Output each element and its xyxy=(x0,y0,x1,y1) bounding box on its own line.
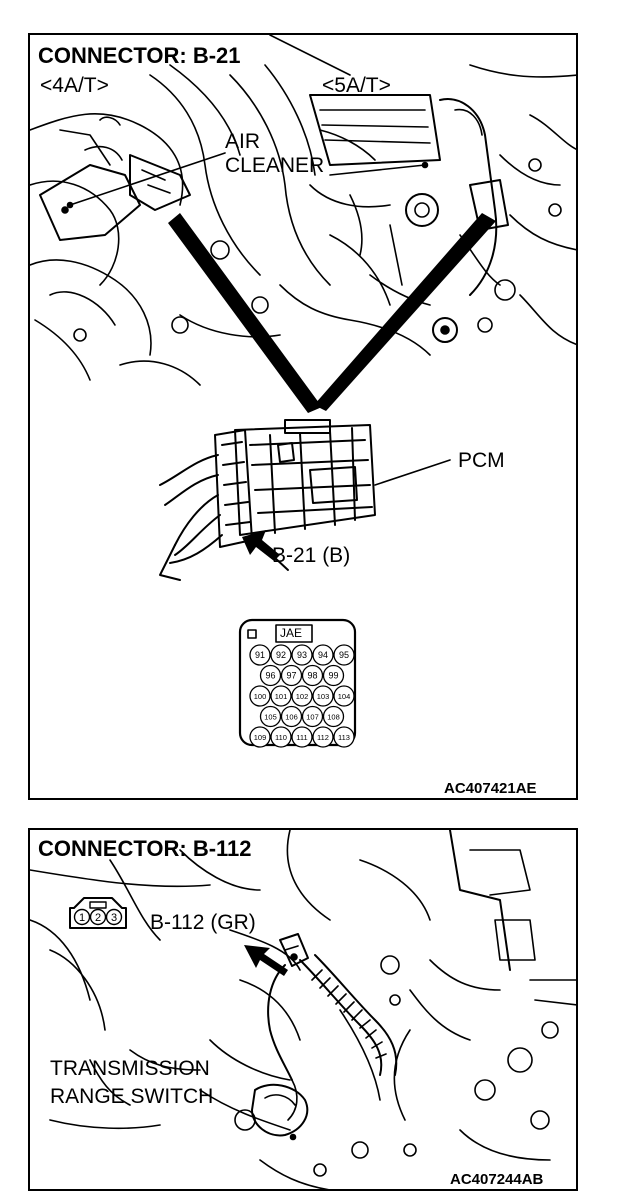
connector-pin-label: 109 xyxy=(254,733,267,742)
air-cleaner-label-line1: AIR xyxy=(225,130,261,153)
connector-pin-101: 101 xyxy=(270,685,292,707)
connector-pin-111: 111 xyxy=(291,726,313,748)
connector-pin-label: 107 xyxy=(306,713,319,722)
figure-code-b21: AC407421AE xyxy=(444,780,537,797)
connector-pin-label: 113 xyxy=(338,733,350,742)
connector-pin-label: 94 xyxy=(318,650,328,660)
connector-pin-104: 104 xyxy=(333,685,355,707)
b21-connector-callout: B-21 (B) xyxy=(272,544,351,567)
connector-pin-93: 93 xyxy=(291,644,313,666)
connector-pin-label: 104 xyxy=(338,692,351,701)
connector-pin-label: 111 xyxy=(296,733,307,742)
connector-pin-91: 91 xyxy=(249,644,271,666)
connector-pin-label: 95 xyxy=(339,650,349,660)
connector-pin-92: 92 xyxy=(270,644,292,666)
connector-pin-label: 110 xyxy=(275,733,287,742)
transmission-illustration xyxy=(30,830,576,1189)
connector-pin-102: 102 xyxy=(291,685,313,707)
connector-pin-label: 96 xyxy=(265,671,275,681)
connector-pin-99: 99 xyxy=(322,664,345,687)
connector-pin-110: 110 xyxy=(270,726,292,748)
connector-pin-label: 103 xyxy=(317,692,330,701)
air-cleaner-label-line2: CLEANER xyxy=(225,154,325,177)
connector-pin-113: 113 xyxy=(333,726,355,748)
connector-pin-label: 98 xyxy=(307,671,317,681)
connector-pin-label: 100 xyxy=(254,692,267,701)
connector-pin-label: 102 xyxy=(296,692,309,701)
figure-code-b112: AC407244AB xyxy=(450,1171,544,1188)
connector-pin-112: 112 xyxy=(312,726,334,748)
connector-pin-label: 112 xyxy=(317,733,329,742)
transmission-range-switch-label-line1: TRANSMISSION xyxy=(50,1057,210,1080)
engine-bay-illustration xyxy=(30,35,576,747)
connector-pin-label: 108 xyxy=(327,713,340,722)
connector-pin-97: 97 xyxy=(280,664,303,687)
connector-pin-98: 98 xyxy=(301,664,324,687)
connector-face-pin-grid: 91 92 93 94 95 96 97 98 99 100 101 102 103 104 105 106 1… xyxy=(249,644,355,748)
variant-5at-label: <5A/T> xyxy=(322,74,391,97)
connector-pin-label: 101 xyxy=(275,692,288,701)
connector-pin-label: 106 xyxy=(285,713,298,722)
connector-b21-panel: CONNECTOR: B-21 <4A/T> <5A/T> AIR CLEANE… xyxy=(28,33,578,800)
connector-pin-label: 93 xyxy=(297,650,307,660)
connector-pin-103: 103 xyxy=(312,685,334,707)
connector-face-header: JAE xyxy=(280,626,303,640)
transmission-range-switch-label-line2: RANGE SWITCH xyxy=(50,1085,214,1108)
connector-pin-100: 100 xyxy=(249,685,271,707)
b112-connector-callout: B-112 (GR) xyxy=(150,911,256,934)
connector-pin-label: 105 xyxy=(264,713,277,722)
connector-pin-107: 107 xyxy=(301,705,324,728)
connector-pin-96: 96 xyxy=(259,664,282,687)
connector-pin-94: 94 xyxy=(312,644,334,666)
connector-pin-106: 106 xyxy=(280,705,303,728)
connector-pin-108: 108 xyxy=(322,705,345,728)
connector-pin-label: 92 xyxy=(276,650,286,660)
connector-pin-label: 91 xyxy=(255,650,265,660)
connector-pin-label: 97 xyxy=(286,671,296,681)
connector-pin-105: 105 xyxy=(259,705,282,728)
connector-pin-95: 95 xyxy=(333,644,355,666)
connector-b21-title: CONNECTOR: B-21 xyxy=(38,43,241,68)
connector-b112-title: CONNECTOR: B-112 xyxy=(38,836,252,861)
variant-4at-label: <4A/T> xyxy=(40,74,109,97)
connector-pin-label: 99 xyxy=(328,671,338,681)
connector-pin-109: 109 xyxy=(249,726,271,748)
pcm-label: PCM xyxy=(458,449,505,472)
